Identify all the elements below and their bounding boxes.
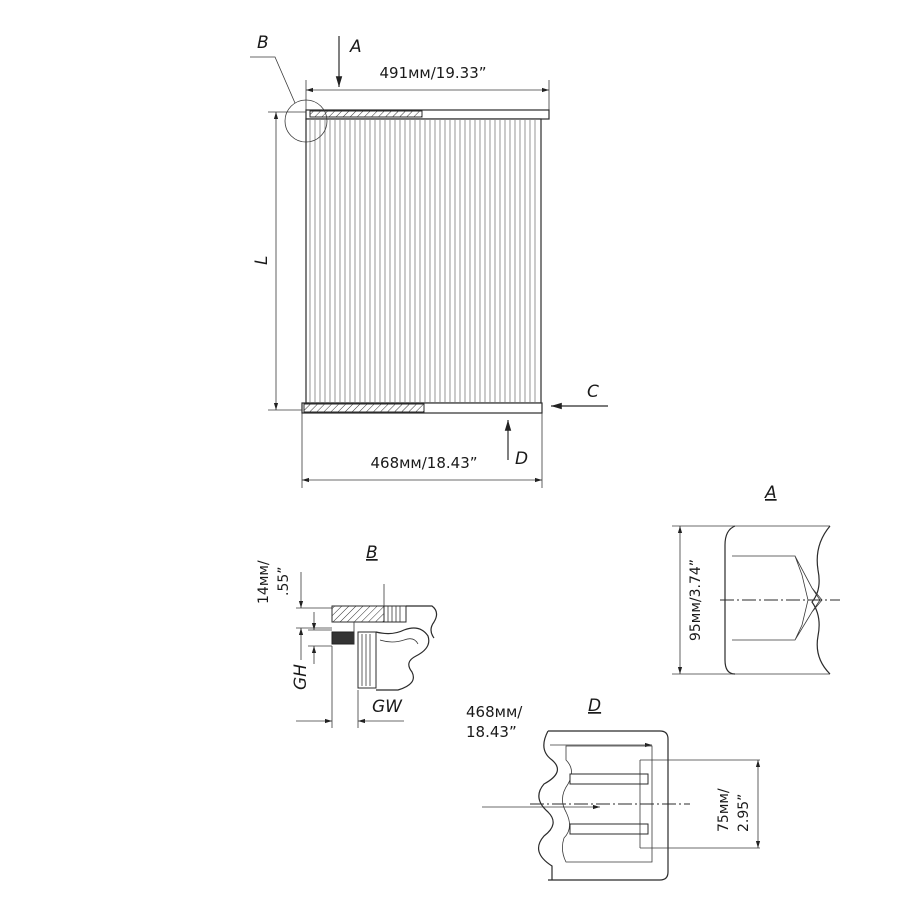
detail-a-view: A 95мм/3.74” — [672, 483, 840, 675]
length-dimension: L — [252, 111, 306, 411]
detail-d-view: D 468мм/ 18.43” 75мм/ 2.95” — [466, 696, 761, 881]
detail-a-title: A — [764, 483, 777, 503]
top-dimension-label: 491мм/19.33” — [379, 64, 486, 82]
detail-a-dimension: 95мм/3.74” — [688, 559, 704, 641]
main-filter-view: 491мм/19.33” B A L C D — [250, 33, 608, 488]
detail-b-view: B 14мм/ .55” GH — [256, 543, 438, 728]
detail-d-top-slot — [569, 773, 649, 785]
detail-b-inner-tube — [357, 631, 377, 689]
view-marker-c: C — [587, 382, 599, 402]
length-label: L — [252, 256, 272, 265]
pleat-ribs — [309, 120, 536, 402]
view-marker-d: D — [515, 449, 528, 469]
top-cap-hatch — [309, 110, 423, 118]
detail-d-bottom-slot — [569, 823, 649, 835]
bottom-dimension-label: 468мм/18.43” — [370, 454, 477, 472]
top-dimension: 491мм/19.33” — [305, 64, 550, 112]
view-marker-a: A — [349, 37, 362, 57]
detail-d-height-inches: 2.95” — [736, 794, 752, 832]
detail-b-gh-label: GH — [291, 664, 311, 690]
detail-b-height-value: 14мм/ — [256, 560, 272, 604]
detail-d-width-value: 468мм/ — [466, 703, 523, 721]
detail-b-title: B — [366, 543, 378, 563]
bottom-cap-hatch — [303, 403, 425, 413]
detail-b-gw-label: GW — [372, 697, 403, 717]
view-marker-b: B — [257, 33, 269, 53]
detail-b-top-plate — [331, 605, 385, 623]
detail-d-title: D — [588, 696, 601, 716]
bottom-dimension: 468мм/18.43” — [301, 413, 543, 488]
detail-b-plate-end — [383, 605, 407, 623]
detail-d-height-value: 75мм/ — [716, 788, 732, 832]
detail-d-width-inches: 18.43” — [466, 723, 517, 741]
detail-b-callout-circle — [284, 99, 328, 143]
pleated-body — [305, 118, 542, 404]
detail-b-height-inches: .55” — [276, 566, 292, 596]
